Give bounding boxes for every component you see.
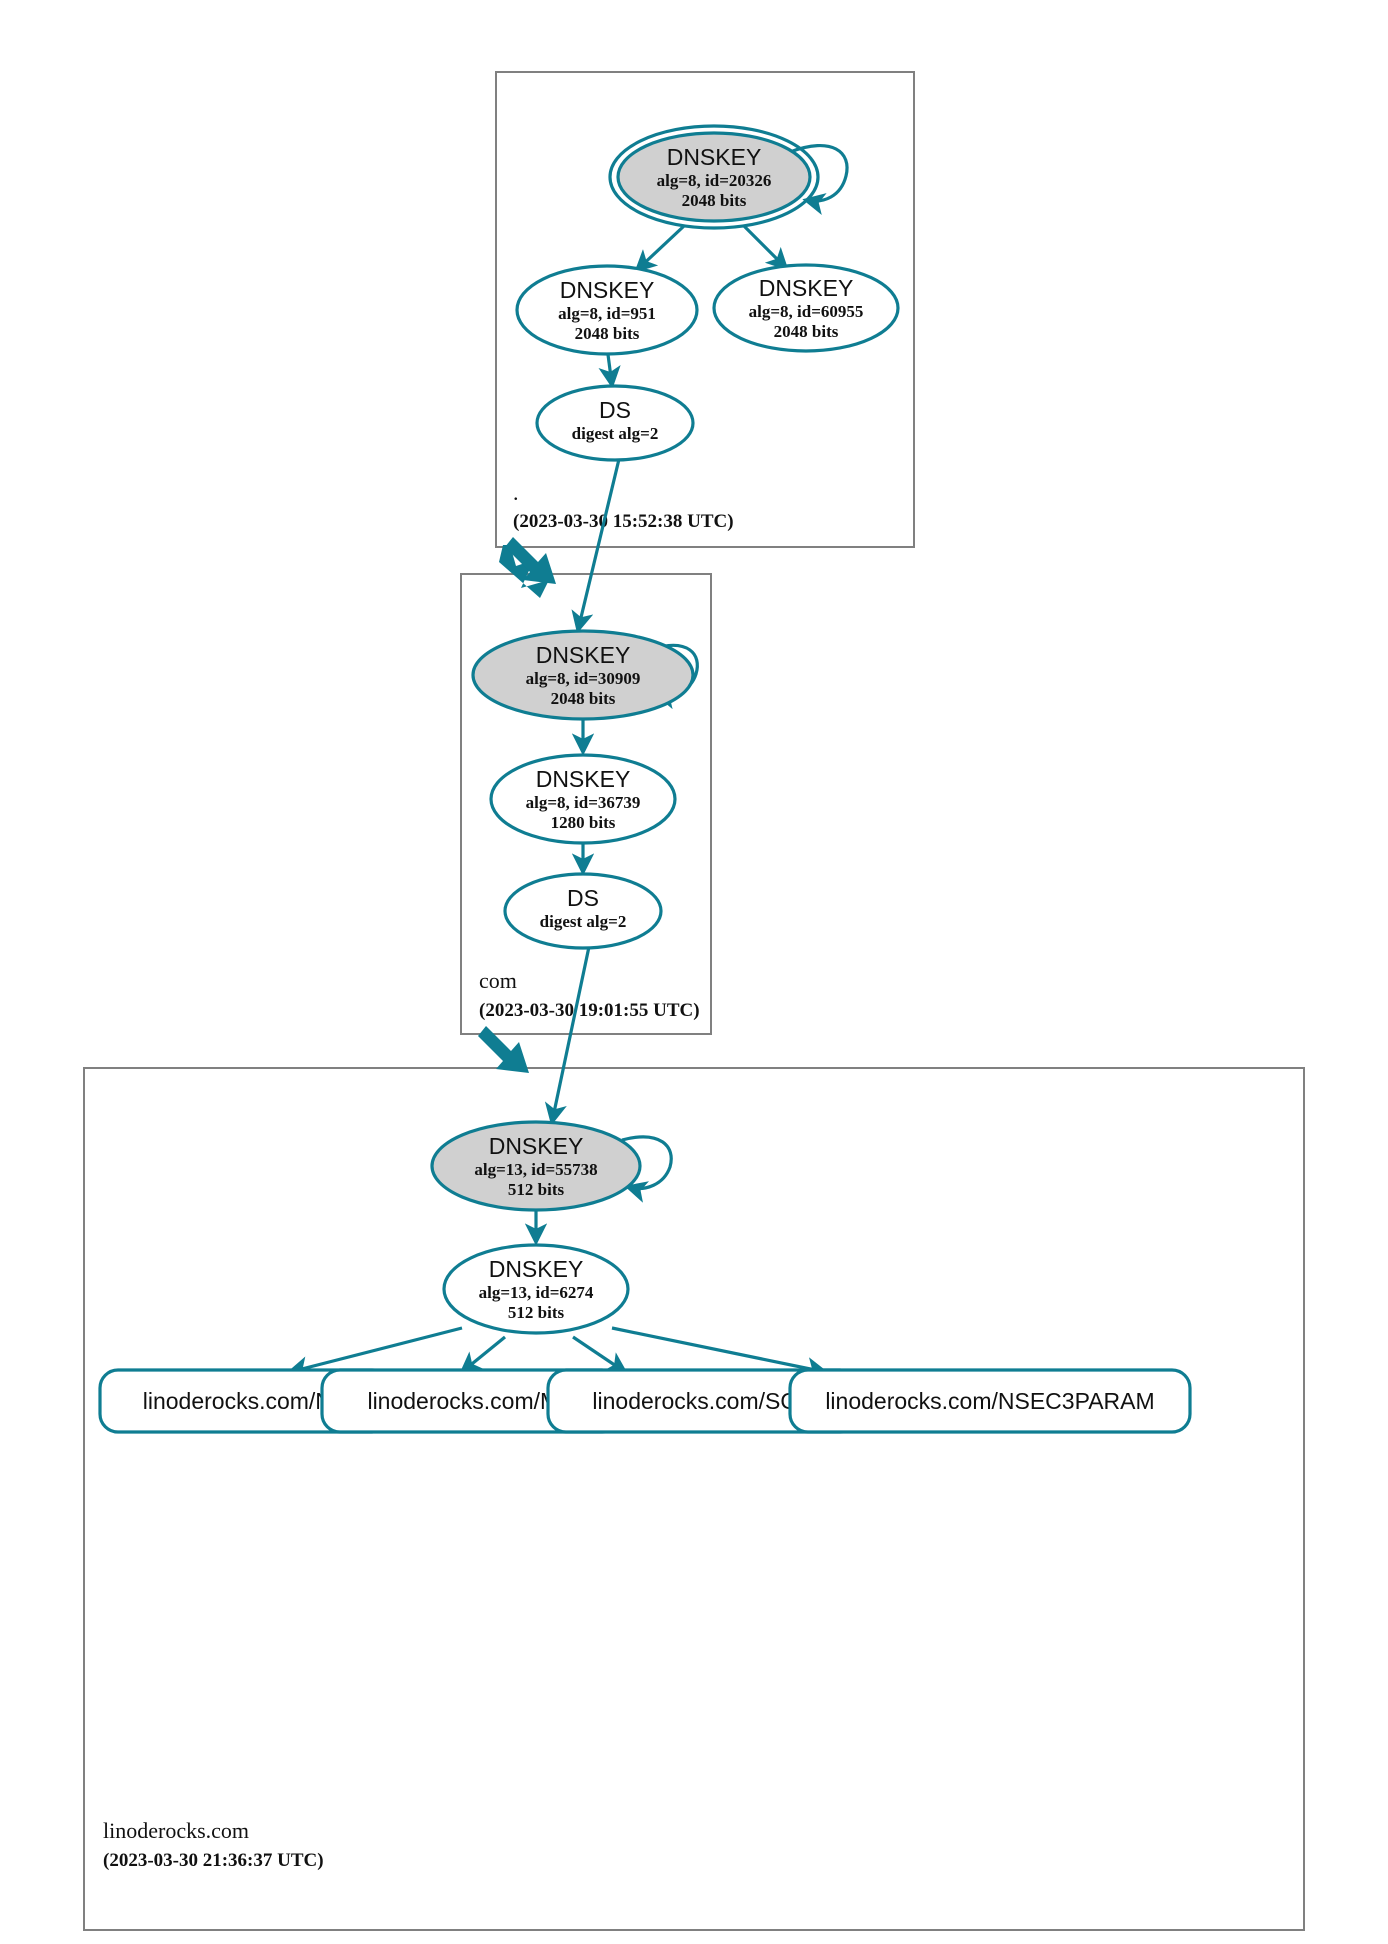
edge-root-ksk-self-sign (789, 143, 849, 215)
node-dnskey-linoderocks-ksk[interactable]: DNSKEY alg=13, id=55738 512 bits (430, 1120, 642, 1212)
node-title: DNSKEY (489, 1256, 584, 1282)
node-title: DS (567, 885, 599, 911)
node-rrset-mx[interactable]: linoderocks.com/MX (320, 1368, 622, 1434)
zone-label-com: com (479, 968, 517, 993)
node-params: alg=13, id=6274 (479, 1283, 594, 1302)
node-bits: 512 bits (508, 1303, 565, 1322)
node-params: alg=8, id=30909 (526, 669, 641, 688)
trust-anchor-outline (608, 124, 820, 230)
zone-timestamp-linoderocks: (2023-03-30 21:36:37 UTC) (103, 1850, 324, 1871)
zone-timestamp-root: (2023-03-30 15:52:38 UTC) (513, 511, 734, 532)
edge-root-ds-to-com-ksk (571, 454, 622, 634)
node-ds-root[interactable]: DS digest alg=2 (535, 384, 695, 462)
rrset-label: linoderocks.com/SOA (592, 1388, 814, 1414)
node-params: digest alg=2 (572, 424, 659, 443)
node-shape (515, 264, 699, 356)
node-params: alg=8, id=60955 (749, 302, 864, 321)
node-shape (471, 629, 695, 721)
node-rrset-nsec3param[interactable]: linoderocks.com/NSEC3PARAM (788, 1368, 1192, 1434)
edge-linoderocks-zsk-to-soa (572, 1335, 629, 1375)
edge-linoderocks-zsk-to-ns (286, 1326, 463, 1379)
node-title: DNSKEY (759, 275, 854, 301)
node-bits: 2048 bits (774, 322, 839, 341)
node-params: alg=8, id=36739 (526, 793, 641, 812)
node-dnskey-com-zsk[interactable]: DNSKEY alg=8, id=36739 1280 bits (489, 753, 677, 845)
node-params: alg=13, id=55738 (474, 1160, 597, 1179)
node-bits: 2048 bits (682, 191, 747, 210)
node-title: DNSKEY (536, 766, 631, 792)
node-bits: 1280 bits (551, 813, 616, 832)
edge-delegation-com-to-linoderocks (478, 1026, 529, 1073)
rrset-label: linoderocks.com/MX (367, 1388, 574, 1414)
node-dnskey-root-zsk-60955[interactable]: DNSKEY alg=8, id=60955 2048 bits (712, 263, 900, 353)
zone-rect-linoderocks (83, 1067, 1305, 1931)
node-bits: 512 bits (508, 1180, 565, 1199)
node-shape (489, 753, 677, 845)
node-title: DNSKEY (560, 277, 655, 303)
node-title: DNSKEY (536, 642, 631, 668)
node-title: DS (599, 397, 631, 423)
edge-root-ksk-to-zsk-951 (634, 224, 686, 273)
node-shape (788, 1368, 1192, 1434)
edge-linoderocks-ksk-self-sign (621, 1135, 673, 1203)
edge-root-ksk-to-zsk-60955 (742, 224, 789, 271)
node-params: digest alg=2 (540, 912, 627, 931)
node-params: alg=8, id=20326 (657, 171, 772, 190)
node-shape (430, 1120, 642, 1212)
rrset-label: linoderocks.com/NS (143, 1388, 348, 1414)
node-dnskey-root-ksk[interactable]: DNSKEY alg=8, id=20326 2048 bits (608, 124, 820, 230)
edge-linoderocks-zsk-to-mx (459, 1335, 507, 1375)
node-title: DNSKEY (489, 1133, 584, 1159)
node-shape (503, 872, 663, 950)
node-shape (616, 131, 812, 223)
zone-label-root: . (513, 480, 519, 505)
node-rrset-ns[interactable]: linoderocks.com/NS (98, 1368, 392, 1434)
node-bits: 2048 bits (575, 324, 640, 343)
node-dnskey-root-zsk-951[interactable]: DNSKEY alg=8, id=951 2048 bits (515, 264, 699, 356)
node-shape (442, 1243, 630, 1335)
node-title: DNSKEY (667, 144, 762, 170)
node-shape (712, 263, 900, 353)
zone-timestamp-com: (2023-03-30 19:01:55 UTC) (479, 1000, 700, 1021)
node-params: alg=8, id=951 (558, 304, 656, 323)
edge-com-ds-to-linoderocks-ksk (544, 941, 592, 1126)
rrset-label: linoderocks.com/NSEC3PARAM (825, 1388, 1154, 1414)
edge-linoderocks-zsk-to-nsec3param (611, 1326, 829, 1380)
zone-label-linoderocks: linoderocks.com (103, 1818, 249, 1843)
zone-box-linoderocks: linoderocks.com (2023-03-30 21:36:37 UTC… (83, 1067, 1305, 1931)
node-dnskey-com-ksk[interactable]: DNSKEY alg=8, id=30909 2048 bits (471, 629, 695, 721)
node-shape (535, 384, 695, 462)
node-ds-com[interactable]: DS digest alg=2 (503, 872, 663, 950)
node-bits: 2048 bits (551, 689, 616, 708)
edge-delegation-root-to-com (499, 537, 556, 598)
node-dnskey-linoderocks-zsk[interactable]: DNSKEY alg=13, id=6274 512 bits (442, 1243, 630, 1335)
node-rrset-soa[interactable]: linoderocks.com/SOA (546, 1368, 860, 1434)
